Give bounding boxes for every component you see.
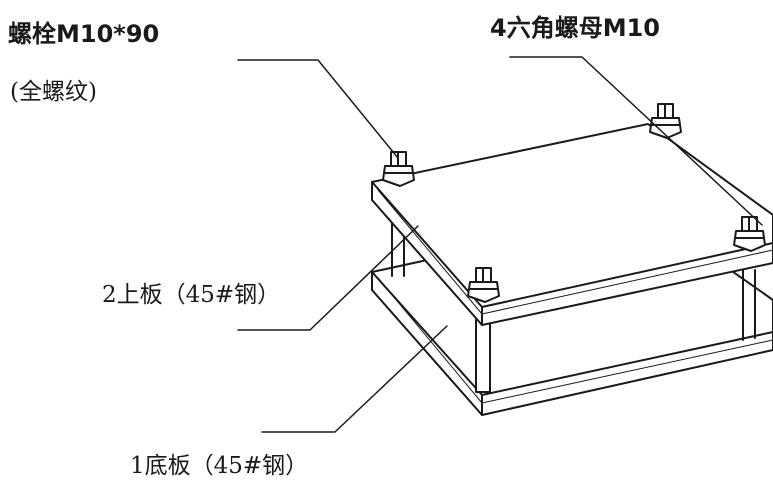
bolt-label: 螺栓M10*90 [8, 20, 160, 48]
nut-label: 4六角螺母M10 [490, 14, 660, 42]
nut-right [733, 216, 766, 252]
bottom-plate-leader-line [261, 325, 448, 433]
top-plate [371, 123, 773, 326]
bolt-note-label: (全螺纹) [10, 79, 97, 105]
top-plate-leader-line [237, 225, 419, 331]
nut-leader-line [509, 56, 763, 226]
nut-front [467, 267, 500, 303]
bolt-leader-line [237, 59, 399, 159]
bottom-plate-label: 1底板（45#钢） [130, 453, 309, 479]
nut-rear-left [382, 151, 415, 187]
rear-standoff-right [742, 269, 756, 341]
front-standoff [475, 319, 491, 393]
nut-rear-right [649, 103, 682, 139]
top-plate-label: 2上板（45#钢） [102, 282, 281, 308]
